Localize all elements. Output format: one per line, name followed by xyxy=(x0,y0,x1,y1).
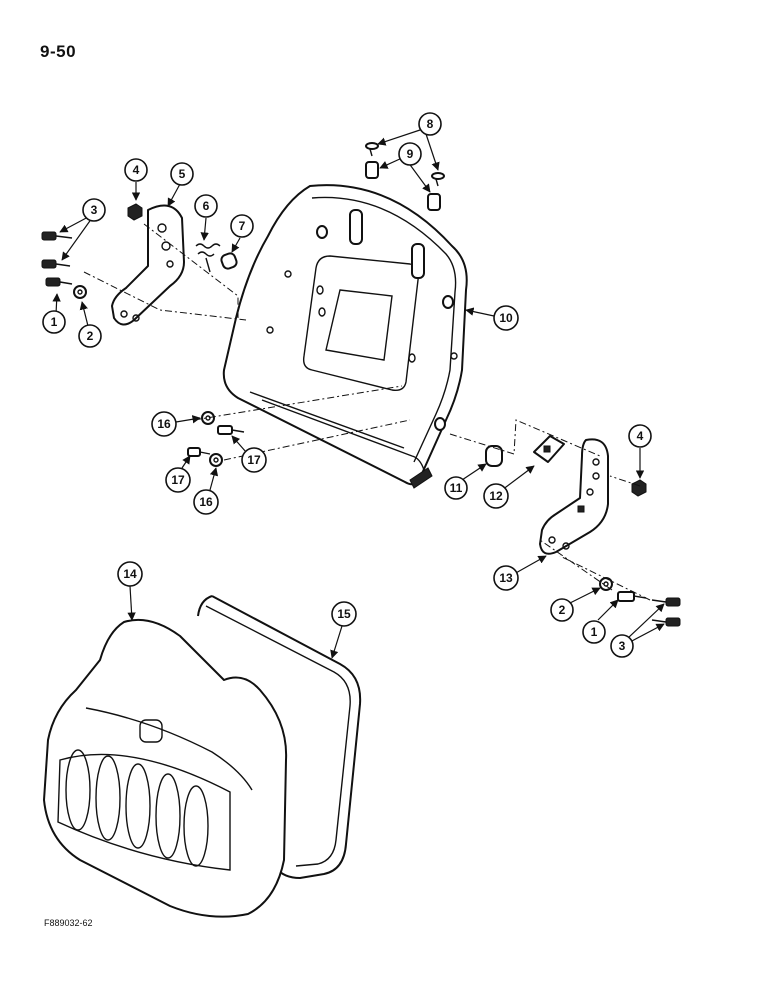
svg-text:14: 14 xyxy=(123,567,137,581)
callout-4: 4 xyxy=(124,158,148,182)
right-hardware xyxy=(599,577,681,627)
callouts: 1 2 3 4 5 6 7 8 9 10 11 12 xyxy=(42,112,665,659)
seat-back-frame xyxy=(222,184,468,489)
callout-6: 6 xyxy=(194,194,218,218)
callout-17-right: 17 xyxy=(241,447,267,473)
svg-text:13: 13 xyxy=(499,571,513,585)
page-number: 9-50 xyxy=(40,42,77,61)
top-fasteners xyxy=(365,142,445,211)
callout-11: 11 xyxy=(444,476,468,500)
callout-12: 12 xyxy=(483,483,509,509)
callout-16-bottom: 16 xyxy=(193,489,219,515)
callout-13: 13 xyxy=(493,565,519,591)
callout-5: 5 xyxy=(170,162,194,186)
callout-1: 1 xyxy=(42,310,66,334)
svg-text:2: 2 xyxy=(87,329,94,343)
svg-text:3: 3 xyxy=(91,203,98,217)
callout-2-right: 2 xyxy=(550,598,574,622)
svg-text:17: 17 xyxy=(247,453,261,467)
svg-text:16: 16 xyxy=(157,417,171,431)
callout-17-bottom: 17 xyxy=(165,467,191,493)
callout-4-right: 4 xyxy=(628,424,652,448)
lower-left-hardware xyxy=(187,411,245,467)
svg-text:15: 15 xyxy=(337,607,351,621)
svg-text:1: 1 xyxy=(51,315,58,329)
callout-14: 14 xyxy=(117,561,143,587)
callout-1-right: 1 xyxy=(582,620,606,644)
svg-text:16: 16 xyxy=(199,495,213,509)
svg-text:3: 3 xyxy=(619,639,626,653)
svg-text:9: 9 xyxy=(407,147,414,161)
callout-10: 10 xyxy=(493,305,519,331)
callout-9: 9 xyxy=(398,142,422,166)
callout-7: 7 xyxy=(230,214,254,238)
svg-text:7: 7 xyxy=(239,219,246,233)
figure-code: F889032-62 xyxy=(44,918,93,928)
right-side-parts xyxy=(485,435,647,555)
callout-15: 15 xyxy=(331,601,357,627)
backing-plate xyxy=(197,595,362,879)
svg-text:2: 2 xyxy=(559,603,566,617)
callout-3-right: 3 xyxy=(610,634,634,658)
svg-text:8: 8 xyxy=(427,117,434,131)
svg-text:17: 17 xyxy=(171,473,185,487)
svg-text:11: 11 xyxy=(450,481,463,495)
seat-cushion xyxy=(43,618,288,918)
callout-16-top: 16 xyxy=(151,411,177,437)
svg-text:6: 6 xyxy=(203,199,210,213)
svg-text:5: 5 xyxy=(179,167,186,181)
left-hardware xyxy=(41,203,238,299)
callout-2: 2 xyxy=(78,324,102,348)
svg-text:10: 10 xyxy=(499,311,513,325)
left-bracket xyxy=(111,204,185,326)
svg-text:12: 12 xyxy=(489,489,503,503)
svg-text:4: 4 xyxy=(133,163,140,177)
callout-8: 8 xyxy=(418,112,442,136)
svg-text:4: 4 xyxy=(637,429,644,443)
svg-text:1: 1 xyxy=(591,625,598,639)
callout-3: 3 xyxy=(82,198,106,222)
